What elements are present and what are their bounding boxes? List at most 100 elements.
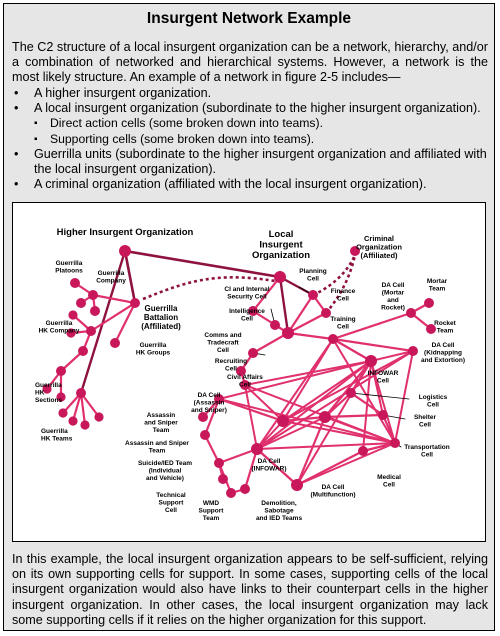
network-link — [244, 384, 284, 422]
network-link — [256, 416, 326, 450]
network-node — [119, 245, 131, 257]
network-node — [378, 410, 388, 420]
network-link — [381, 413, 397, 445]
network-link — [79, 249, 127, 395]
network-node — [319, 411, 331, 423]
network-link — [244, 360, 372, 386]
network-node — [58, 408, 68, 418]
network-node — [328, 334, 338, 344]
network-node — [226, 488, 236, 498]
network-node — [406, 308, 416, 318]
affiliation-link — [312, 254, 357, 297]
network-node — [291, 479, 303, 491]
network-node — [350, 246, 360, 256]
network-link — [203, 433, 221, 465]
network-link — [256, 350, 414, 450]
network-node — [70, 278, 80, 288]
sub-bullet-item: ▪Direct action cells (some broken down i… — [34, 116, 323, 131]
network-node — [308, 290, 318, 300]
network-node — [236, 366, 246, 376]
network-link — [323, 413, 385, 419]
network-link — [282, 350, 414, 422]
network-link — [255, 447, 299, 487]
network-link — [332, 338, 396, 444]
network-node — [56, 366, 66, 376]
network-link — [295, 449, 365, 487]
node-label: DA Cell(INFOWAR) — [251, 458, 286, 473]
network-node — [214, 394, 224, 404]
network-link — [278, 275, 290, 335]
network-node — [240, 380, 250, 390]
network-node — [274, 271, 286, 283]
network-node — [42, 384, 52, 394]
affiliation-link — [142, 276, 276, 301]
network-nodes — [42, 245, 436, 498]
network-node — [365, 355, 377, 367]
network-node — [282, 327, 294, 339]
network-link — [243, 447, 259, 491]
network-link — [89, 301, 137, 333]
network-node — [94, 412, 104, 422]
network-node — [358, 446, 368, 456]
network-link — [350, 392, 410, 400]
network-link — [282, 420, 396, 444]
network-node — [240, 484, 250, 494]
bullet-item: •Guerrilla units (subordinate to the hig… — [14, 146, 487, 177]
network-node — [390, 438, 400, 448]
network-node — [90, 306, 100, 316]
higher-org-label: Higher Insurgent Organization — [57, 227, 194, 238]
bullet-item: •A criminal organization (affiliated wit… — [14, 177, 427, 192]
network-node — [56, 392, 66, 402]
network-node — [321, 308, 331, 318]
network-node — [76, 388, 86, 398]
sub-bullet-item: ▪Supporting cells (some broken down into… — [34, 131, 315, 146]
network-link — [251, 275, 282, 313]
closing-paragraph: In this example, the local insurgent org… — [12, 552, 488, 627]
network-link — [286, 293, 315, 335]
network-link — [282, 338, 334, 422]
network-node — [214, 458, 224, 468]
network-link — [349, 359, 373, 395]
network-node — [408, 346, 418, 356]
network-node — [251, 443, 263, 455]
network-node — [218, 474, 228, 484]
network-link — [370, 350, 414, 362]
network-link — [203, 397, 221, 437]
network-node — [248, 348, 258, 358]
bullet-list: •A higher insurgent organization. •A loc… — [10, 86, 488, 192]
network-link — [79, 391, 87, 427]
network-node — [68, 416, 78, 426]
network-link — [331, 337, 415, 353]
network-node — [270, 320, 280, 330]
network-node — [346, 388, 356, 398]
network-node — [78, 346, 88, 356]
network-link — [256, 338, 334, 450]
network-node — [88, 290, 98, 300]
bullet-item: •A local insurgent organization (subordi… — [14, 101, 481, 116]
panel-title: Insurgent Network Example — [146, 10, 352, 27]
network-node — [130, 298, 140, 308]
network-link — [218, 360, 372, 400]
network-link — [296, 442, 396, 486]
